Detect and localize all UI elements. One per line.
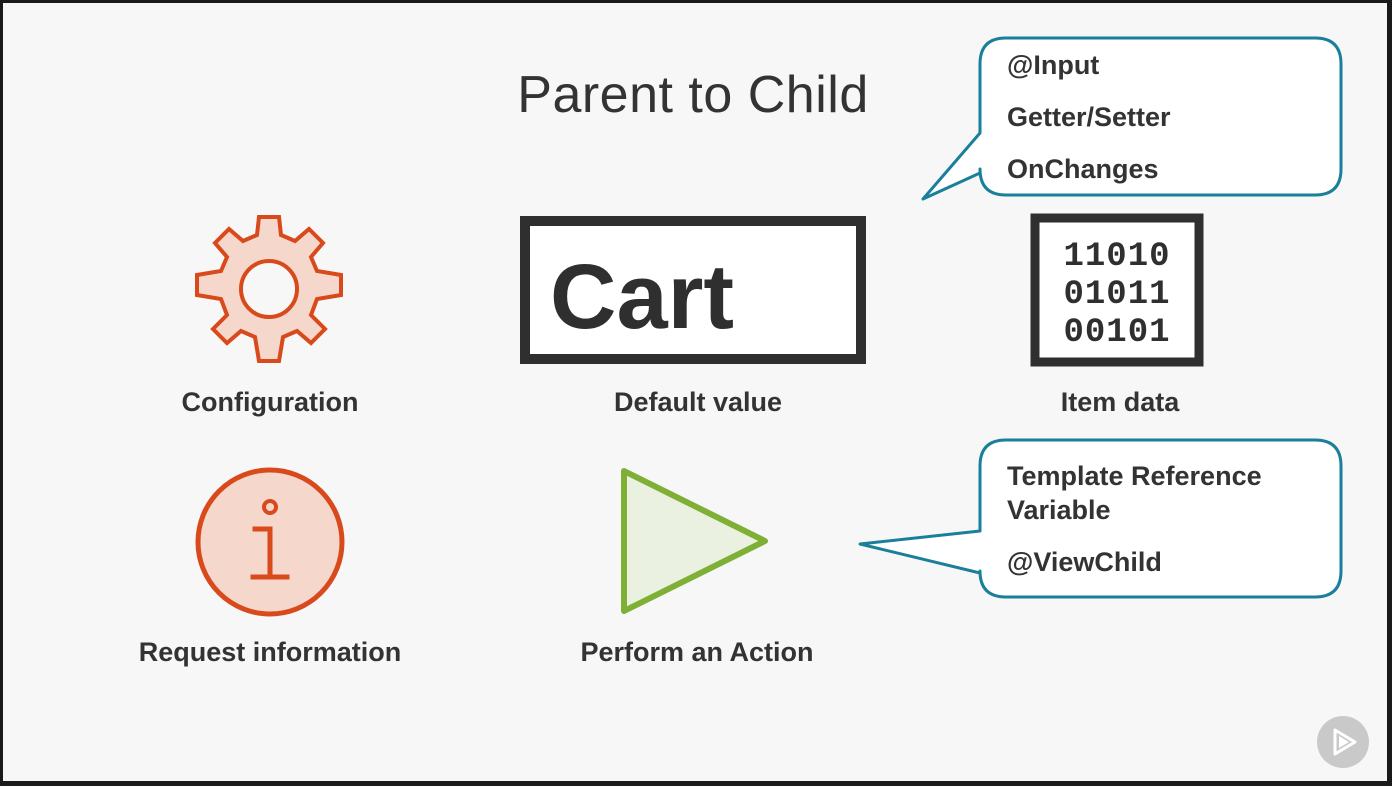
callout-bottom-line-1: Template Reference Variable: [1007, 461, 1262, 525]
label-default-value: Default value: [613, 387, 783, 417]
callout-top-shape: [921, 36, 1343, 201]
label-perform-an-action: Perform an Action: [580, 637, 814, 667]
info-icon: [195, 467, 345, 617]
label-request-information: Request information: [138, 637, 402, 667]
play-button[interactable]: [1317, 716, 1369, 768]
callout-top-text: @Input Getter/Setter OnChanges: [1007, 48, 1171, 186]
callout-shapes: [858, 36, 1343, 599]
callout-top-line-1: @Input: [1007, 50, 1100, 80]
callout-top-line-2: Getter/Setter: [1007, 102, 1171, 132]
callout-bottom-text: Template Reference Variable @ViewChild: [1007, 459, 1317, 579]
binary-data-icon: 11010 01011 00101: [1030, 213, 1204, 367]
binary-row-3: 00101: [1063, 314, 1170, 352]
label-item-data: Item data: [1060, 387, 1180, 417]
gear-icon: [195, 215, 343, 363]
play-triangle-icon: [621, 468, 768, 614]
binary-row-2: 01011: [1063, 276, 1170, 314]
cart-box-icon: Cart: [520, 216, 866, 364]
binary-row-1: 11010: [1063, 238, 1170, 276]
callout-bottom-line-2: @ViewChild: [1007, 547, 1162, 577]
callout-top-line-3: OnChanges: [1007, 154, 1159, 184]
label-configuration: Configuration: [181, 387, 359, 417]
cart-box-text: Cart: [550, 246, 734, 348]
slide: Parent to Child @Input Getter/Setter OnC…: [3, 3, 1387, 781]
play-button-icon: [1333, 728, 1357, 756]
callout-bottom-shape: [858, 438, 1343, 599]
slide-title: Parent to Child: [517, 66, 869, 124]
